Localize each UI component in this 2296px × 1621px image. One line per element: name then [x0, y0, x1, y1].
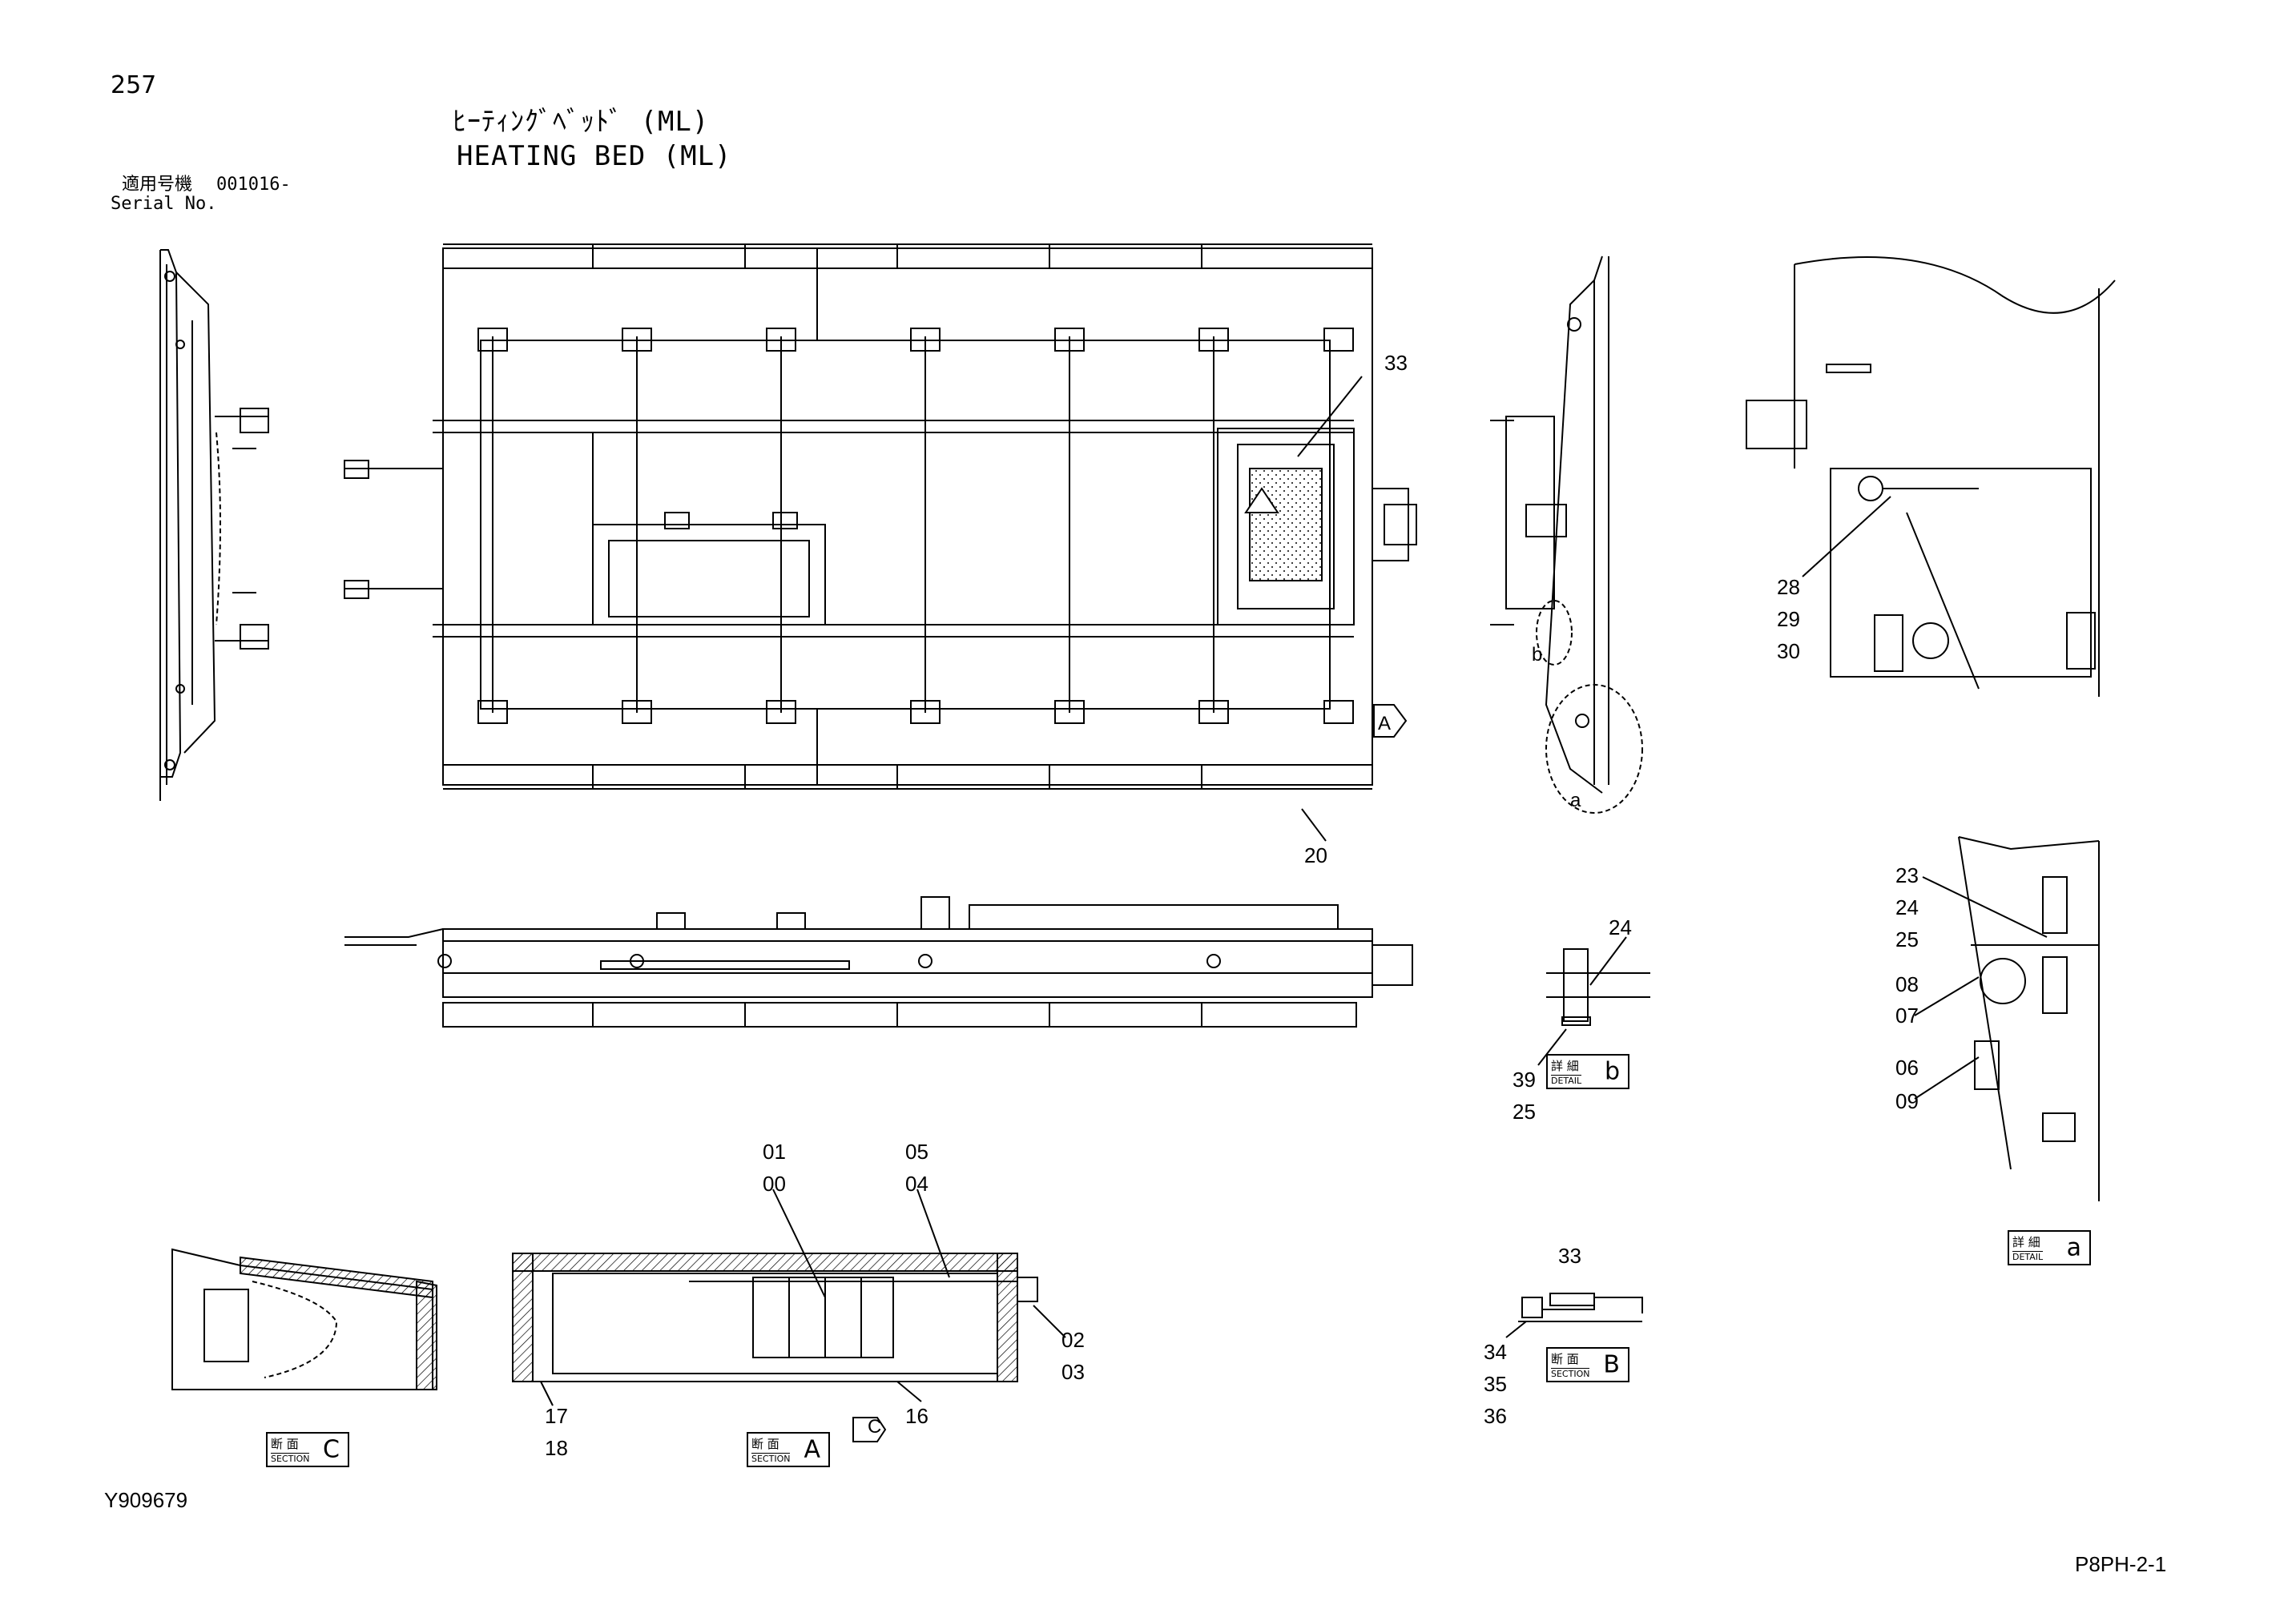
detail-b-box: 詳 細 DETAIL b [1546, 1054, 1629, 1089]
callout-24-b: 24 [1609, 915, 1632, 939]
callout-24-a: 24 [1895, 895, 1919, 919]
section-c-view [171, 1248, 437, 1390]
section-c-letter: C [323, 1435, 340, 1464]
detail-upper-right [1746, 256, 2116, 697]
section-a-letter: A [804, 1435, 820, 1464]
detail-b-view [1537, 936, 1650, 1066]
section-b-letter: B [1603, 1350, 1620, 1379]
section-b-view [1505, 1293, 1643, 1338]
plan-view [344, 243, 1417, 842]
callout-33-top: 33 [1384, 351, 1408, 375]
detail-b-en: DETAIL [1551, 1075, 1582, 1086]
section-b-en: SECTION [1551, 1368, 1590, 1379]
callout-16: 16 [905, 1404, 928, 1428]
callout-30: 30 [1777, 639, 1800, 663]
callout-36: 36 [1484, 1404, 1507, 1428]
detail-a-letter: a [2066, 1233, 2081, 1262]
callout-23: 23 [1895, 863, 1919, 887]
serial-jp-label: 適用号機 [122, 175, 193, 195]
sheet-code: P8PH-2-1 [2075, 1552, 2167, 1576]
detail-a-box: 詳 細 DETAIL a [2008, 1230, 2091, 1265]
callout-02: 02 [1061, 1328, 1085, 1352]
section-c-en: SECTION [271, 1453, 310, 1464]
callout-28: 28 [1777, 575, 1800, 599]
callout-05: 05 [905, 1140, 928, 1164]
view-marker-c: C [868, 1416, 882, 1438]
drawing-code: Y909679 [104, 1488, 188, 1512]
callout-25-b: 25 [1513, 1100, 1536, 1124]
callout-03: 03 [1061, 1360, 1085, 1384]
callout-09: 09 [1895, 1089, 1919, 1113]
callout-35: 35 [1484, 1372, 1507, 1396]
title-en: HEATING BED (ML) [457, 140, 732, 172]
detail-b-letter: b [1604, 1057, 1620, 1086]
section-c-jp: 断 面 [271, 1437, 299, 1451]
callout-01: 01 [763, 1140, 786, 1164]
callout-29: 29 [1777, 607, 1800, 631]
callout-17: 17 [545, 1404, 568, 1428]
detail-marker-a: a [1570, 790, 1581, 811]
callout-39: 39 [1513, 1068, 1536, 1092]
detail-a-jp: 詳 細 [2012, 1235, 2040, 1249]
section-a-jp: 断 面 [751, 1437, 779, 1451]
detail-a-en: DETAIL [2012, 1251, 2044, 1262]
callout-18: 18 [545, 1436, 568, 1460]
callout-04: 04 [905, 1172, 928, 1196]
section-c-box: 断 面 SECTION C [266, 1432, 349, 1467]
callout-34: 34 [1484, 1340, 1507, 1364]
view-marker-a: A [1378, 713, 1392, 734]
callout-33-b: 33 [1558, 1244, 1581, 1268]
callout-20: 20 [1304, 843, 1327, 867]
detail-a-view [1914, 836, 2100, 1201]
page-number: 257 [111, 71, 157, 99]
serial-value: 001016- [216, 175, 291, 195]
section-b-box: 断 面 SECTION B [1546, 1347, 1629, 1382]
left-end-view [159, 249, 269, 801]
title-jp: ﾋｰﾃｨﾝｸﾞﾍﾞｯﾄﾞ (ML) [453, 106, 710, 138]
section-a-box: 断 面 SECTION A [747, 1432, 830, 1467]
callout-06: 06 [1895, 1056, 1919, 1080]
right-end-view [1490, 255, 1643, 814]
serial-en-label: Serial No. [111, 194, 217, 214]
section-a-en: SECTION [751, 1453, 791, 1464]
section-b-jp: 断 面 [1551, 1352, 1579, 1366]
detail-b-jp: 詳 細 [1551, 1059, 1579, 1073]
detail-marker-b: b [1532, 644, 1543, 666]
callout-08: 08 [1895, 972, 1919, 996]
callout-25-a: 25 [1895, 927, 1919, 951]
side-elevation [344, 896, 1413, 1028]
section-a-view [512, 1189, 1066, 1442]
